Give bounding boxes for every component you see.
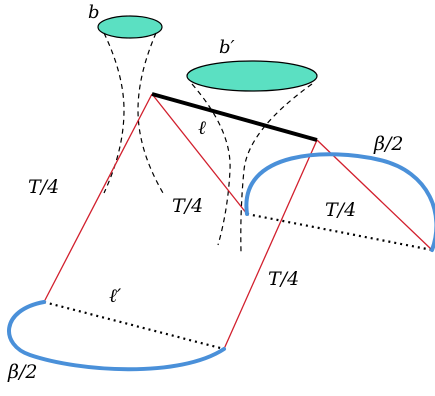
arc-beta-bottom [7, 300, 226, 372]
edge-lower-long [223, 139, 318, 350]
edge-left-long [43, 93, 153, 303]
throat-b-ellipse [97, 15, 163, 39]
segment-ell [151, 92, 318, 142]
label-t4-lower: T/4 [268, 268, 299, 290]
label-t4-right: T/4 [325, 199, 356, 221]
edge-center-down [151, 93, 248, 215]
funnel-b-right [137, 32, 164, 194]
dotted-right [246, 212, 433, 252]
label-t4-left: T/4 [28, 176, 59, 198]
label-t4-mid: T/4 [172, 195, 203, 217]
label-beta-half-bottom: β/2 [7, 361, 37, 383]
arc-beta-top [244, 152, 435, 252]
throat-b-prime-ellipse [186, 60, 318, 92]
label-beta-half-top: β/2 [373, 133, 403, 155]
funnel-b-left [103, 32, 125, 194]
label-ell: ℓ [198, 117, 206, 139]
red-edges [43, 93, 433, 350]
funnel-b-prime-right [240, 83, 313, 253]
edge-right-down [316, 139, 433, 251]
label-b: b [88, 2, 100, 23]
dotted-ell-prime [43, 300, 225, 351]
label-ell-prime: ℓ′ [109, 285, 122, 307]
label-b-prime: b′ [219, 37, 235, 58]
